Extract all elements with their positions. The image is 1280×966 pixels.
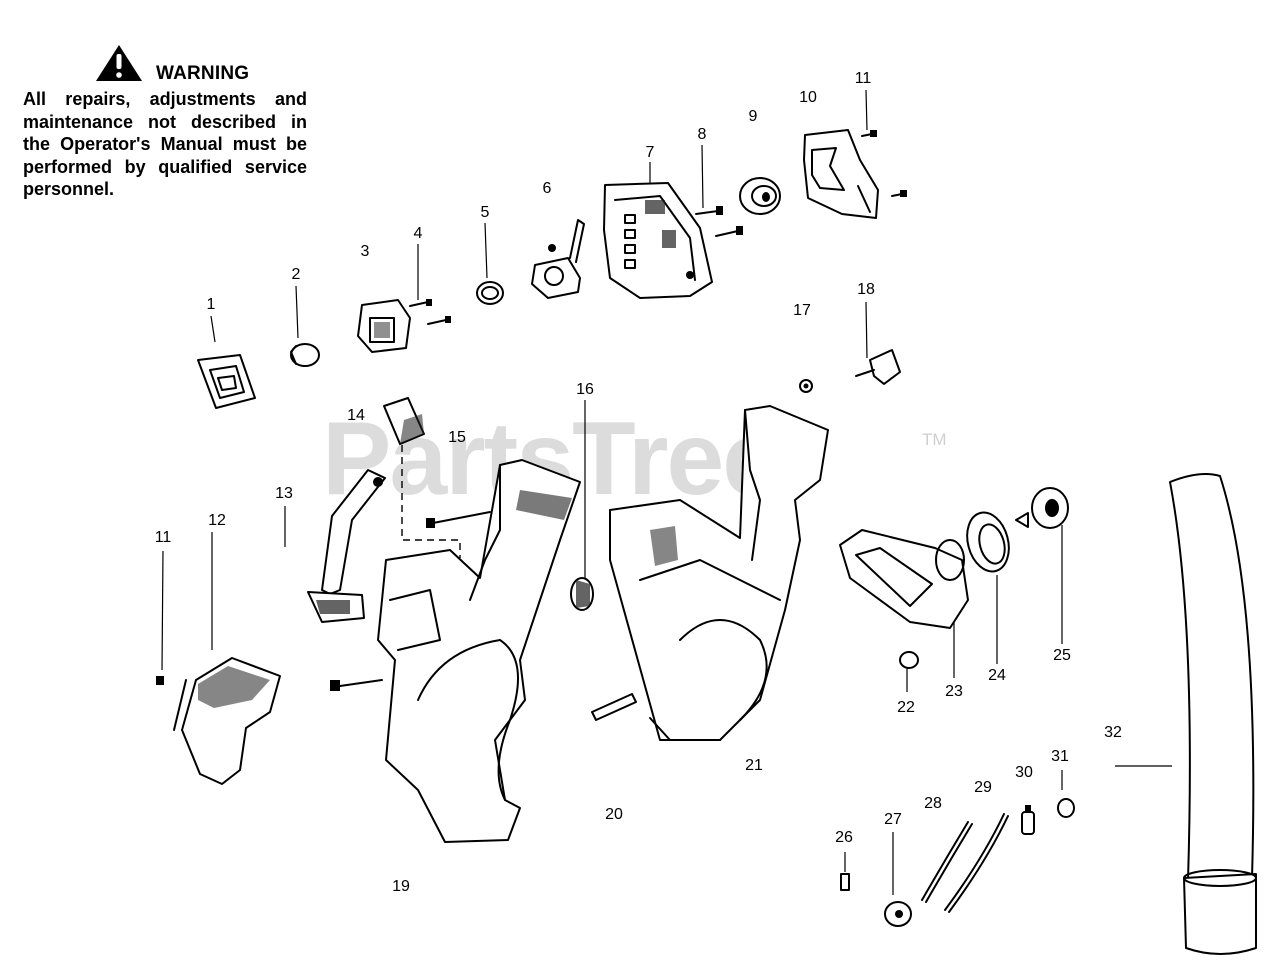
label-part-32: 32 (1104, 724, 1122, 741)
label-part-24: 24 (988, 667, 1006, 684)
label-part-5: 5 (480, 204, 490, 221)
part-20-pin (591, 693, 637, 721)
label-part-11-left: 11 (154, 529, 172, 546)
label-part-7: 7 (645, 144, 655, 161)
part-30-filter (1021, 805, 1035, 835)
part-21-housing (609, 405, 829, 741)
part-7-airbox (603, 182, 713, 299)
label-part-19: 19 (392, 878, 410, 895)
label-part-30: 30 (1015, 764, 1033, 781)
leader-lines (161, 89, 1172, 895)
label-part-28: 28 (924, 795, 942, 812)
part-31-grommet (1057, 798, 1075, 818)
part-22-grommet (899, 651, 919, 669)
part-9-spacer (739, 177, 781, 215)
part-5-oring (476, 281, 504, 305)
label-part-25: 25 (1053, 647, 1071, 664)
label-part-16: 16 (576, 381, 594, 398)
part-6-carburetor (531, 219, 585, 299)
label-part-13: 13 (275, 485, 293, 502)
label-part-31: 31 (1051, 748, 1069, 765)
label-part-20: 20 (605, 806, 623, 823)
part-27-washer (884, 901, 912, 927)
part-12-guard (156, 657, 281, 785)
label-part-6: 6 (542, 180, 552, 197)
label-part-18: 18 (857, 281, 875, 298)
label-part-2: 2 (291, 266, 301, 283)
part-23-elbow (839, 529, 969, 629)
part-2-plug (290, 343, 320, 367)
label-part-1: 1 (206, 296, 216, 313)
part-28-fuel-line (921, 821, 973, 903)
part-18-knob (855, 349, 901, 385)
label-part-12: 12 (208, 512, 226, 529)
warning-icon (96, 45, 142, 81)
label-part-22: 22 (897, 699, 915, 716)
part-26-fitting (840, 873, 850, 891)
watermark-trademark: TM (922, 430, 947, 449)
label-part-9: 9 (748, 108, 758, 125)
part-25-cap (1015, 487, 1069, 529)
part-24-ring (966, 511, 1010, 573)
part-4-screws (409, 299, 451, 325)
part-16-impeller (570, 577, 594, 611)
label-part-27: 27 (884, 811, 902, 828)
label-part-14: 14 (347, 407, 365, 424)
part-32-tube (1169, 473, 1257, 955)
label-part-4: 4 (413, 225, 423, 242)
part-14-foam (383, 397, 425, 445)
warning-text: All repairs, adjustments and maintenance… (23, 89, 307, 200)
part-11-screws (861, 130, 907, 197)
label-part-23: 23 (945, 683, 963, 700)
label-part-21: 21 (745, 757, 763, 774)
label-part-3: 3 (360, 243, 370, 260)
part-13-handle (307, 469, 386, 623)
part-1-gasket (197, 354, 256, 409)
label-part-26: 26 (835, 829, 853, 846)
label-part-10: 10 (799, 89, 817, 106)
part-8-bolts (695, 206, 743, 237)
label-part-8: 8 (697, 126, 707, 143)
label-part-17: 17 (793, 302, 811, 319)
part-17-nut (799, 379, 813, 393)
label-part-15: 15 (448, 429, 466, 446)
part-19-housing (330, 459, 581, 843)
part-10-cover (803, 129, 879, 219)
part-3-adapter (357, 299, 411, 353)
label-part-11-top: 11 (854, 70, 872, 87)
part-29-fuel-line (944, 813, 1009, 913)
warning-title: WARNING (156, 63, 250, 84)
label-part-29: 29 (974, 779, 992, 796)
